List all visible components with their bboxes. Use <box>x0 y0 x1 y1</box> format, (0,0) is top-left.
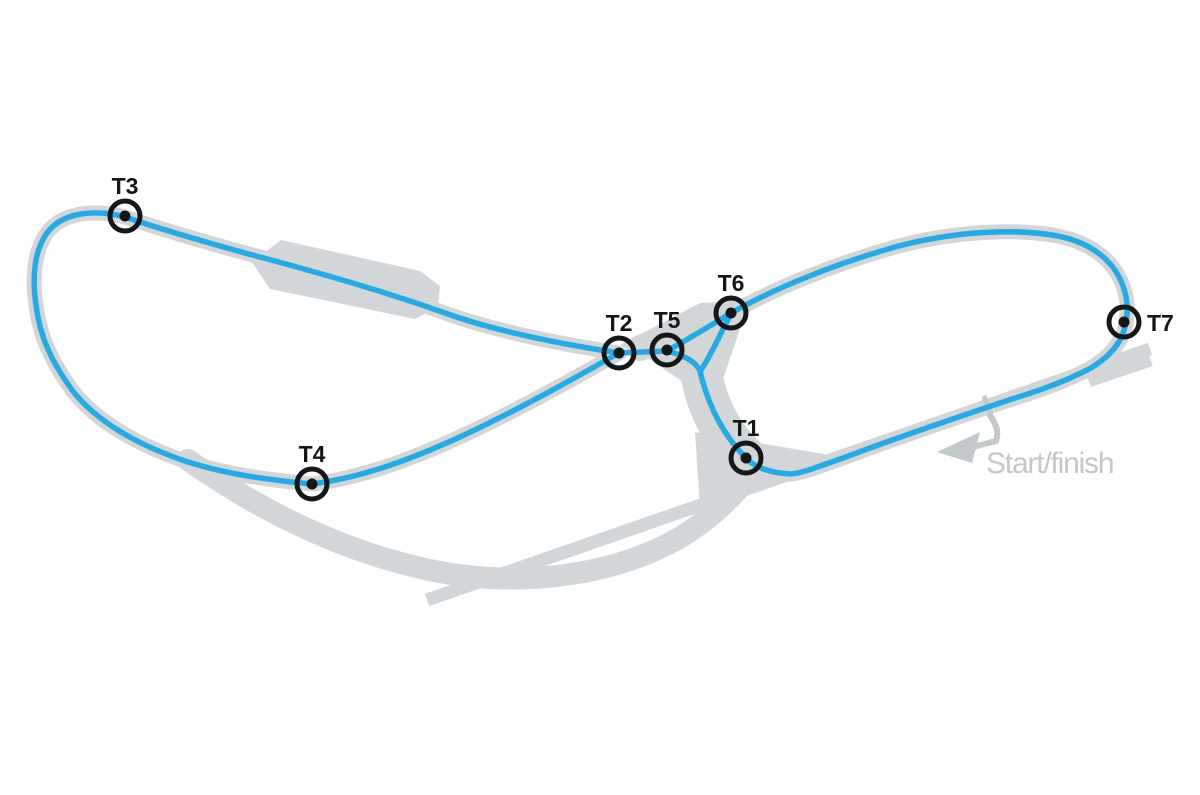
turn-ring-t5 <box>649 332 685 368</box>
turn-label-t2: T2 <box>606 310 633 336</box>
turn-marker-t2: T2 <box>601 310 637 371</box>
turn-label-t5: T5 <box>654 307 681 333</box>
start-arrow-icon <box>937 432 980 463</box>
access-road-surface <box>177 449 759 590</box>
turn-label-t4: T4 <box>299 441 326 467</box>
turn-ring-t6 <box>713 295 749 331</box>
turn-marker-t6: T6 <box>713 270 749 331</box>
turn-ring-t3 <box>107 198 143 234</box>
turn-marker-t1: T1 <box>728 415 764 476</box>
turn-label-t1: T1 <box>733 415 760 441</box>
turn-ring-t1 <box>728 440 764 476</box>
start-finish-group: Start/finish <box>937 395 1115 480</box>
turn-label-t7: T7 <box>1147 310 1174 336</box>
turn-marker-t5: T5 <box>649 307 685 368</box>
start-finish-label: Start/finish <box>986 447 1113 480</box>
turn-marker-t3: T3 <box>107 173 143 234</box>
turn-dot-t4 <box>306 478 318 490</box>
turn-dot-t2 <box>613 347 625 359</box>
start-arrow-tail <box>972 412 1001 450</box>
turn-dot-t6 <box>725 307 737 319</box>
turn-marker-t7: T7 <box>1106 304 1174 340</box>
turn-marker-t4: T4 <box>294 441 330 502</box>
turn-dot-t1 <box>740 452 752 464</box>
turn-ring-t7 <box>1106 304 1142 340</box>
turn-dot-t7 <box>1118 316 1130 328</box>
racing-line <box>31 210 1130 487</box>
turn-dot-t5 <box>661 344 673 356</box>
turn-ring-t2 <box>601 335 637 371</box>
junction-fill-surface <box>620 301 741 422</box>
runway-wedge-surface <box>1085 349 1153 388</box>
turn-label-t6: T6 <box>718 270 745 296</box>
right-loop-surface <box>723 224 1135 482</box>
turn-dot-t3 <box>119 210 131 222</box>
turn-ring-t4 <box>294 466 330 502</box>
turn-label-t3: T3 <box>112 173 139 199</box>
